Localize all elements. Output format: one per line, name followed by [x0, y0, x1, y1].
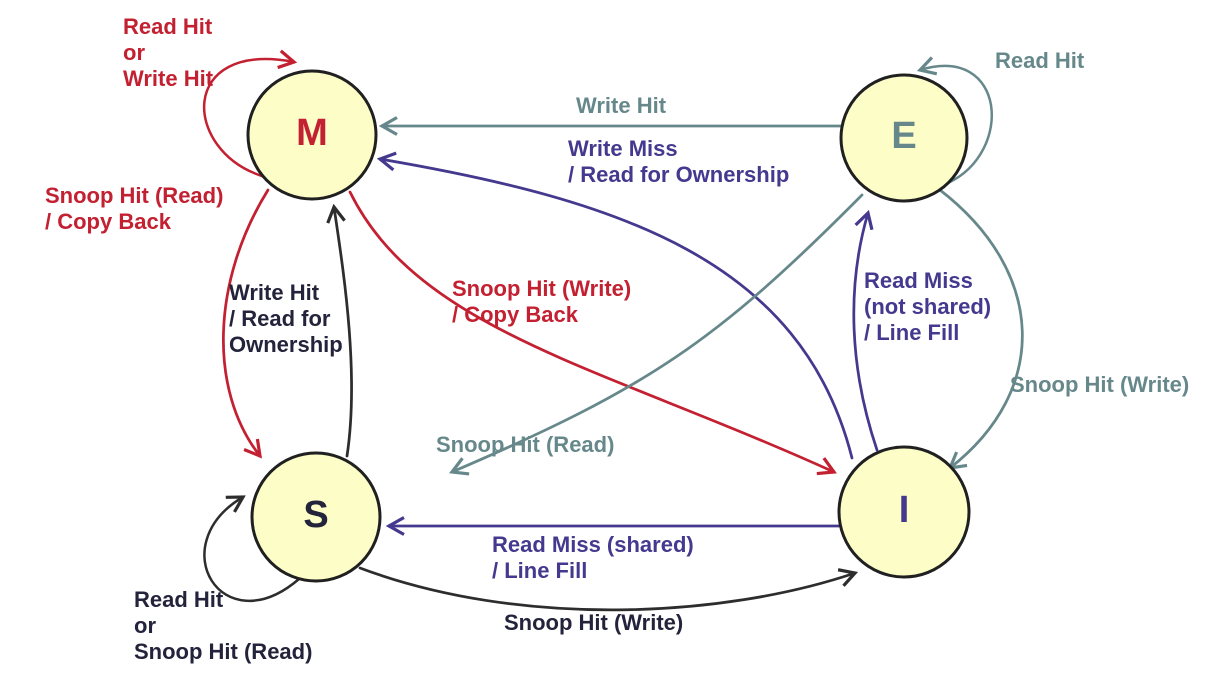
state-label-e: E — [891, 114, 917, 157]
transition-arrow-s-to-m-write-hit — [326, 203, 353, 458]
state-node-s — [250, 451, 382, 583]
state-node-e — [839, 73, 969, 203]
transition-arrow-i-to-m-write-miss — [376, 151, 854, 460]
state-label-m: M — [296, 111, 328, 154]
transition-label-i-to-e: Read Miss (not shared) / Line Fill — [864, 268, 992, 345]
transition-label-e-to-i: Snoop Hit (Write) — [1010, 372, 1190, 397]
transition-label-m-to-i: Snoop Hit (Write) / Copy Back — [452, 276, 632, 327]
transition-label-m-self: Read Hit or Write Hit — [123, 14, 214, 91]
state-label-i: I — [898, 488, 910, 531]
transition-arrow-m-to-s-snoop-hit-read — [222, 188, 270, 459]
transition-arrow-m-to-i-snoop-hit-write — [348, 190, 837, 476]
transition-label-i-to-s: Read Miss (shared) / Line Fill — [492, 532, 694, 583]
transition-arrow-s-self-read-hit-snoop-read — [203, 495, 301, 603]
transition-label-s-to-i: Snoop Hit (Write) — [504, 610, 684, 635]
transition-arrow-e-to-i-snoop-hit-write — [938, 188, 1024, 470]
transition-arrow-e-to-s-snoop-hit-read — [449, 193, 864, 476]
transition-arrow-s-to-i-snoop-hit-write — [358, 566, 859, 612]
state-label-s: S — [303, 493, 329, 536]
transition-label-s-self: Read Hit or Snoop Hit (Read) — [134, 587, 313, 664]
transition-label-e-to-s: Snoop Hit (Read) — [436, 432, 615, 457]
transition-arrow-e-self-read-hit — [916, 56, 993, 185]
transition-label-e-self: Read Hit — [995, 48, 1085, 73]
transition-label-e-to-m: Write Hit — [576, 93, 667, 118]
state-node-i — [837, 445, 971, 579]
transition-label-s-to-m: Write Hit / Read for Ownership — [229, 280, 343, 357]
transition-label-i-to-m: Write Miss / Read for Ownership — [568, 136, 790, 187]
transition-arrow-i-to-e-read-miss-not-shared — [852, 209, 879, 452]
transition-label-m-to-s: Snoop Hit (Read) / Copy Back — [45, 183, 224, 234]
transition-arrow-m-self-read-or-write-hit — [202, 49, 298, 178]
state-node-m — [246, 69, 378, 201]
